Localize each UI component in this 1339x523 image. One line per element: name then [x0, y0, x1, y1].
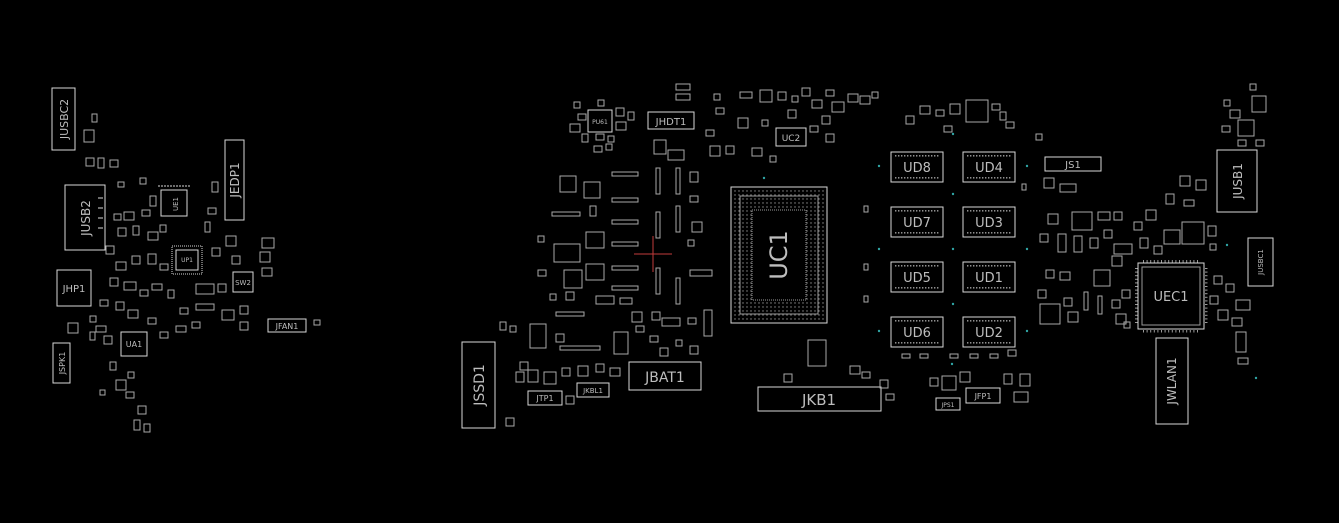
vias — [762, 132, 1258, 380]
label-jedp1: JEDP1 — [228, 162, 242, 198]
label-jssd1: JSSD1 — [472, 364, 488, 407]
label-jfp1: JFP1 — [974, 392, 992, 401]
dram-ud7[interactable]: UD7 — [890, 206, 944, 238]
chip-uec1[interactable]: UEC1 — [1137, 262, 1205, 330]
label-jkbl1: JKBL1 — [582, 387, 603, 395]
dram-ud8[interactable]: UD8 — [890, 151, 944, 183]
dram-ud1[interactable]: UD1 — [962, 261, 1016, 293]
label-ud2: UD2 — [975, 326, 1003, 341]
connector-jfp1[interactable]: JFP1 — [965, 387, 1001, 404]
dram-ud4[interactable]: UD4 — [962, 151, 1016, 183]
label-jhp1: JHP1 — [62, 284, 86, 295]
crosshair-marker — [634, 236, 672, 272]
dram-ball-pattern — [895, 155, 1011, 344]
label-ud3: UD3 — [975, 216, 1003, 231]
connector-jhp1[interactable]: JHP1 — [56, 269, 92, 307]
chip-uc2[interactable]: UC2 — [775, 127, 807, 147]
label-uec1: UEC1 — [1153, 290, 1188, 305]
label-jspk1: JSPK1 — [58, 352, 67, 376]
connector-jbat1[interactable]: JBAT1 — [628, 361, 702, 391]
label-jusb2: JUSB2 — [79, 200, 93, 237]
connector-jkbl1[interactable]: JKBL1 — [576, 382, 610, 398]
dram-ud2[interactable]: UD2 — [962, 316, 1016, 348]
switch-sw2[interactable]: SW2 — [232, 271, 254, 293]
label-jusbc1: JUSBC1 — [1257, 249, 1265, 276]
label-jfan1: JFAN1 — [275, 322, 299, 331]
connector-jusbc1[interactable]: JUSBC1 — [1247, 237, 1274, 287]
label-jtp1: JTP1 — [535, 394, 553, 403]
connector-jedp1[interactable]: JEDP1 — [224, 139, 245, 221]
label-ud1: UD1 — [975, 271, 1003, 286]
connector-jfan1[interactable]: JFAN1 — [267, 318, 307, 333]
label-ue1: UE1 — [172, 197, 180, 211]
label-jps1: JPS1 — [940, 402, 954, 409]
label-jwlan1: JWLAN1 — [1165, 357, 1179, 405]
label-sw2: SW2 — [235, 279, 251, 287]
connector-jusb1[interactable]: JUSB1 — [1216, 149, 1258, 213]
cpu-bga-grid — [734, 190, 824, 320]
label-uc2: UC2 — [782, 134, 801, 144]
dram-ud3[interactable]: UD3 — [962, 206, 1016, 238]
dram-ud6[interactable]: UD6 — [890, 316, 944, 348]
label-ua1: UA1 — [126, 340, 142, 349]
connector-jwlan1[interactable]: JWLAN1 — [1155, 337, 1189, 425]
connector-jssd1[interactable]: JSSD1 — [461, 341, 496, 429]
label-pu61: PU61 — [592, 119, 608, 126]
label-ud4: UD4 — [975, 161, 1003, 176]
left-passives — [67, 113, 321, 433]
connector-jusb2[interactable]: JUSB2 — [64, 184, 106, 251]
label-jhdt1: JHDT1 — [655, 117, 687, 128]
left-board: JUSBC2 JUSB2 JHP1 JSPK1 JEDP1 UE1 — [51, 87, 321, 433]
label-ud7: UD7 — [903, 216, 931, 231]
label-jusb1: JUSB1 — [1231, 163, 1245, 200]
connector-jkb1[interactable]: JKB1 — [757, 386, 882, 412]
chip-up1[interactable]: UP1 — [171, 245, 203, 275]
uec1-pins — [1135, 260, 1208, 333]
label-jkb1: JKB1 — [801, 391, 836, 409]
label-jbat1: JBAT1 — [644, 370, 685, 386]
connector-jusbc2[interactable]: JUSBC2 — [51, 87, 76, 151]
label-up1: UP1 — [181, 257, 193, 264]
main-passives — [499, 83, 1267, 427]
label-jusbc2: JUSBC2 — [58, 99, 71, 140]
connector-js1[interactable]: JS1 — [1044, 156, 1102, 172]
chip-pu61[interactable]: PU61 — [587, 109, 613, 133]
label-ud6: UD6 — [903, 326, 931, 341]
connector-jtp1[interactable]: JTP1 — [527, 390, 563, 406]
dram-ud5[interactable]: UD5 — [890, 261, 944, 293]
connector-jps1[interactable]: JPS1 — [935, 397, 961, 411]
label-uc1: UC1 — [765, 230, 793, 280]
chip-ua1[interactable]: UA1 — [120, 331, 148, 357]
connector-jspk1[interactable]: JSPK1 — [52, 342, 71, 384]
label-ud8: UD8 — [903, 161, 931, 176]
main-board: PU61 JHDT1 UC2 UC1 UD8 UD4 U — [461, 83, 1274, 429]
cpu-uc1[interactable]: UC1 — [730, 186, 828, 324]
label-js1: JS1 — [1064, 160, 1081, 171]
chip-ue1[interactable]: UE1 — [158, 185, 190, 217]
label-ud5: UD5 — [903, 271, 931, 286]
connector-jhdt1[interactable]: JHDT1 — [647, 111, 695, 130]
